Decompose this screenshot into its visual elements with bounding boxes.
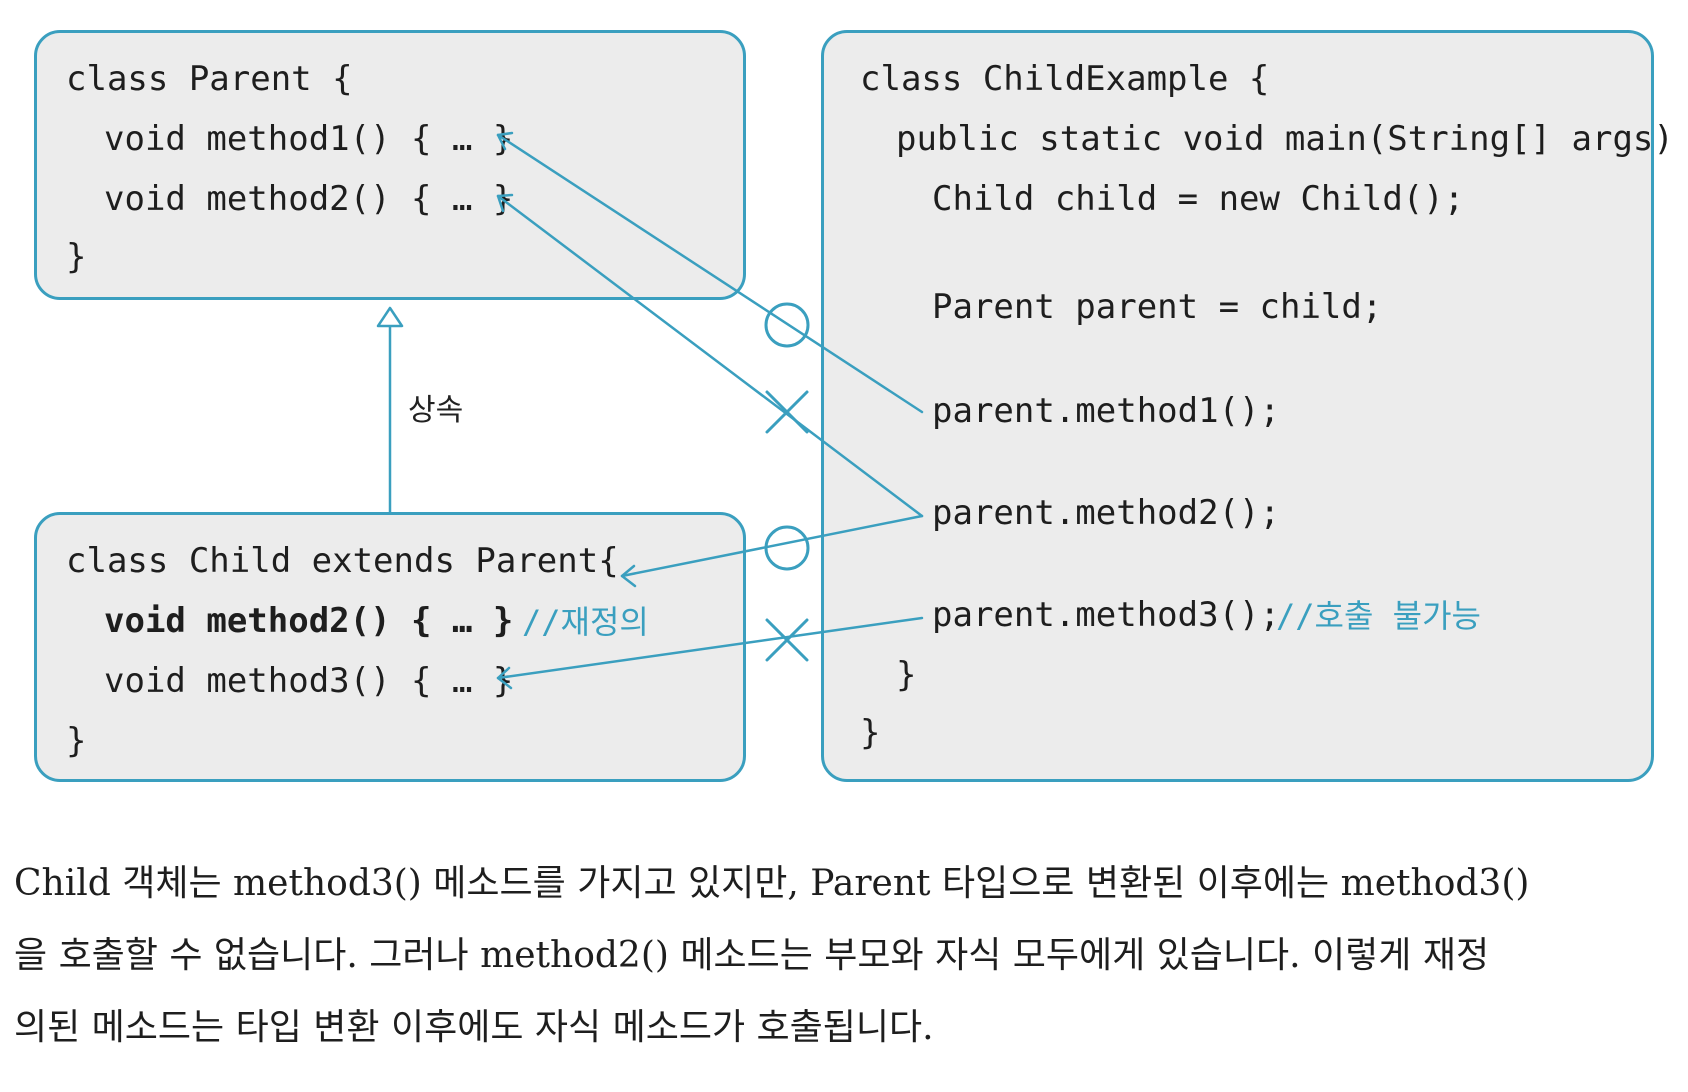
parent-method2-line: void method2() { … } [104,179,514,219]
child-example-line-1: class ChildExample { [860,59,1270,99]
child-method2-line: void method2() { … } [104,601,514,641]
caption-line-2: 을 호출할 수 없습니다. 그러나 method2() 메소드는 부모와 자식 … [14,935,1490,976]
parent-class-box [34,30,746,300]
call-method2-line: parent.method2(); [932,493,1280,533]
child-method3-line: void method3() { … } [104,661,514,701]
inheritance-arrow-head [376,306,404,328]
call-method3-line: parent.method3(); [932,595,1280,635]
arrows-overlay [376,131,924,690]
not-callable-comment: //호출 불가능 [1276,597,1481,635]
child-class-box [34,512,746,782]
method2-parent-arrow [496,194,924,518]
method2-parent-arrow-head [496,193,514,213]
child-example-class-box [821,30,1654,782]
caption-line-1: Child 객체는 method3() 메소드를 가지고 있지만, Parent… [14,863,1530,904]
allowed-mark-method1 [764,302,810,348]
method2-child-arrow-head [620,564,637,588]
child-class-line-1: class Child extends Parent{ [66,541,619,581]
inheritance-label: 상속 [408,393,464,428]
method3-arrow-head [496,666,513,690]
blocked-mark-method2-parent [765,390,809,434]
parent-class-close-brace: } [66,237,87,277]
caption-line-3: 의된 메소드는 타입 변환 이후에도 자식 메소드가 호출됩니다. [14,1007,934,1048]
child-example-close-brace: } [860,713,881,753]
child-class-close-brace: } [66,721,87,761]
parent-class-line-1: class Parent { [66,59,353,99]
call-method1-line: parent.method1(); [932,391,1280,431]
main-method-line: public static void main(String[] args) { [896,119,1688,159]
blocked-mark-method3 [765,618,809,662]
allowed-mark-method2-child [764,525,810,571]
caption: Child 객체는 method3() 메소드를 가지고 있지만, Parent… [14,848,1674,1064]
method1-arrow-head [496,131,514,151]
main-method-close-brace: } [896,655,917,695]
method2-child-arrow [620,514,924,578]
method3-call-arrow [496,616,924,680]
parent-assignment-line: Parent parent = child; [932,287,1383,327]
method1-call-arrow [496,133,924,414]
parent-method1-line: void method1() { … } [104,119,514,159]
child-instantiation-line: Child child = new Child(); [932,179,1465,219]
override-comment: //재정의 [522,603,649,641]
